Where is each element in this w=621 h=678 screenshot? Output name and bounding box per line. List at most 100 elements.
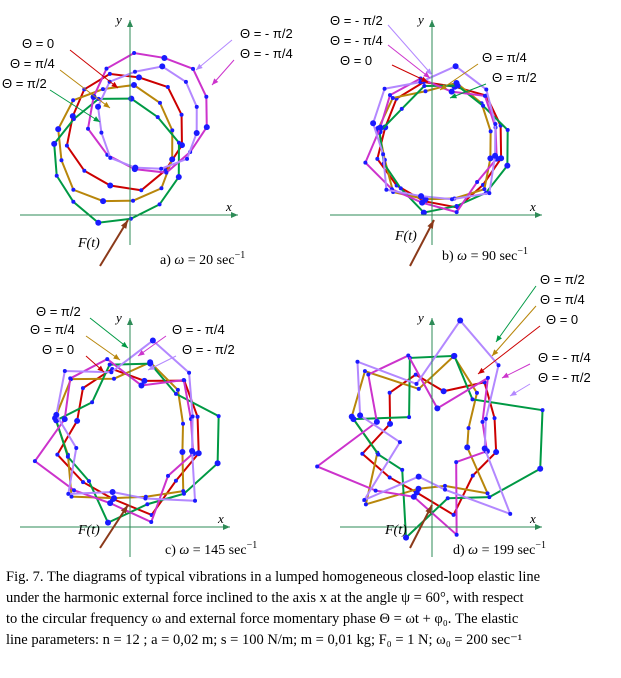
node-theta-minus-pi2 bbox=[452, 63, 459, 70]
node-theta-0 bbox=[493, 449, 500, 456]
node-theta-pi4 bbox=[55, 126, 62, 133]
node-theta-pi2 bbox=[145, 502, 150, 507]
node-theta-pi2 bbox=[454, 82, 461, 89]
force-label: F(t) bbox=[394, 229, 417, 244]
loop-theta-minus-pi4 bbox=[315, 354, 490, 537]
node-theta-pi2 bbox=[181, 491, 186, 496]
node-theta-pi2 bbox=[445, 496, 450, 501]
phase-label-d-1: Θ = π/4 bbox=[540, 292, 585, 307]
node-theta-minus-pi2 bbox=[109, 489, 116, 496]
node-theta-minus-pi4 bbox=[410, 493, 417, 500]
node-theta-minus-pi4 bbox=[419, 199, 426, 206]
node-theta-minus-pi4 bbox=[387, 93, 392, 98]
node-theta-minus-pi4 bbox=[377, 124, 384, 131]
node-theta-pi4 bbox=[110, 495, 117, 502]
node-theta-minus-pi4 bbox=[104, 66, 109, 71]
node-theta-0 bbox=[107, 71, 112, 76]
node-theta-0 bbox=[179, 112, 184, 117]
node-theta-minus-pi2 bbox=[193, 129, 200, 136]
figure-canvas: xyF(t)Θ = 0Θ = π/4Θ = π/2Θ = - π/2Θ = - … bbox=[2, 12, 591, 558]
node-theta-minus-pi4 bbox=[485, 375, 490, 380]
node-theta-minus-pi4 bbox=[86, 126, 91, 131]
node-theta-minus-pi2 bbox=[95, 103, 102, 110]
node-theta-pi4 bbox=[474, 390, 479, 395]
caption-line-3: to the circular frequency ω and external… bbox=[6, 611, 519, 627]
node-theta-0 bbox=[451, 512, 456, 517]
phase-label-a-4: Θ = - π/4 bbox=[240, 46, 293, 61]
phase-label-d-3: Θ = - π/4 bbox=[538, 350, 591, 365]
node-theta-pi2 bbox=[350, 416, 357, 423]
phase-pointer-head bbox=[440, 84, 447, 90]
node-theta-0 bbox=[470, 473, 475, 478]
x-axis-arrow bbox=[231, 212, 238, 218]
node-theta-0 bbox=[82, 168, 87, 173]
node-theta-minus-pi2 bbox=[484, 87, 489, 92]
node-theta-pi2 bbox=[399, 106, 404, 111]
node-theta-pi2 bbox=[71, 199, 76, 204]
node-theta-pi4 bbox=[71, 187, 76, 192]
node-theta-minus-pi2 bbox=[397, 440, 402, 445]
node-theta-minus-pi4 bbox=[149, 520, 154, 525]
node-theta-pi2 bbox=[86, 479, 91, 484]
phase-label-b-0: Θ = - π/2 bbox=[330, 13, 383, 28]
node-theta-minus-pi2 bbox=[185, 156, 190, 161]
node-theta-0 bbox=[195, 450, 202, 457]
node-theta-pi4 bbox=[169, 156, 176, 163]
node-theta-minus-pi2 bbox=[370, 120, 377, 127]
node-theta-minus-pi2 bbox=[194, 104, 199, 109]
node-theta-minus-pi2 bbox=[355, 359, 360, 364]
phase-pointer-line bbox=[195, 39, 233, 71]
node-theta-minus-pi4 bbox=[406, 353, 411, 358]
node-theta-minus-pi4 bbox=[315, 464, 320, 469]
node-theta-0 bbox=[80, 386, 85, 391]
node-theta-pi2 bbox=[95, 219, 102, 226]
node-theta-minus-pi2 bbox=[457, 317, 464, 324]
phase-label-a-2: Θ = π/2 bbox=[2, 76, 47, 91]
node-theta-pi4 bbox=[482, 187, 487, 192]
phase-pointer-head bbox=[97, 365, 104, 372]
node-theta-0 bbox=[492, 416, 497, 421]
node-theta-minus-pi4 bbox=[166, 473, 171, 478]
subcaption-c: c) ω = 145 sec−1 bbox=[165, 540, 257, 558]
y-axis-arrow bbox=[429, 318, 435, 325]
node-theta-minus-pi2 bbox=[483, 416, 488, 421]
phase-pointer-head bbox=[93, 116, 100, 122]
figure-caption: Fig. 7. The diagrams of typical vibratio… bbox=[6, 567, 614, 651]
node-theta-minus-pi4 bbox=[164, 170, 169, 175]
phase-label-a-1: Θ = π/4 bbox=[10, 56, 55, 71]
node-theta-pi4 bbox=[464, 444, 471, 451]
node-theta-minus-pi2 bbox=[381, 152, 386, 157]
phase-pointer-head bbox=[450, 93, 457, 99]
caption-line-2: under the harmonic external force inclin… bbox=[6, 590, 524, 606]
node-theta-minus-pi4 bbox=[32, 459, 37, 464]
node-theta-minus-pi2 bbox=[62, 369, 67, 374]
phase-pointer-line bbox=[387, 24, 433, 76]
node-theta-pi4 bbox=[390, 95, 395, 100]
node-theta-0 bbox=[64, 143, 69, 148]
node-theta-pi2 bbox=[54, 173, 59, 178]
node-theta-pi2 bbox=[537, 465, 544, 472]
node-theta-pi4 bbox=[71, 98, 76, 103]
node-theta-minus-pi4 bbox=[204, 94, 209, 99]
node-theta-minus-pi2 bbox=[492, 152, 499, 159]
node-theta-minus-pi2 bbox=[109, 370, 114, 375]
phase-pointer-head bbox=[138, 350, 145, 356]
node-theta-minus-pi2 bbox=[493, 121, 498, 126]
node-theta-minus-pi2 bbox=[508, 511, 513, 516]
node-theta-minus-pi4 bbox=[138, 382, 145, 389]
node-theta-pi4 bbox=[130, 81, 137, 88]
node-theta-minus-pi2 bbox=[481, 445, 488, 452]
node-theta-pi4 bbox=[59, 158, 64, 163]
node-theta-minus-pi4 bbox=[373, 488, 378, 493]
x-axis-arrow bbox=[223, 524, 230, 530]
phase-pointer-head bbox=[502, 372, 509, 378]
phase-pointer-head bbox=[212, 78, 219, 85]
node-theta-pi2 bbox=[376, 452, 381, 457]
phase-label-c-4: Θ = - π/2 bbox=[182, 342, 235, 357]
node-theta-0 bbox=[141, 377, 148, 384]
phase-label-b-2: Θ = 0 bbox=[340, 53, 372, 68]
phase-label-a-0: Θ = 0 bbox=[22, 36, 54, 51]
node-theta-pi4 bbox=[131, 198, 136, 203]
panel-d: xyF(t)Θ = π/2Θ = π/4Θ = 0Θ = - π/4Θ = - … bbox=[315, 272, 591, 558]
